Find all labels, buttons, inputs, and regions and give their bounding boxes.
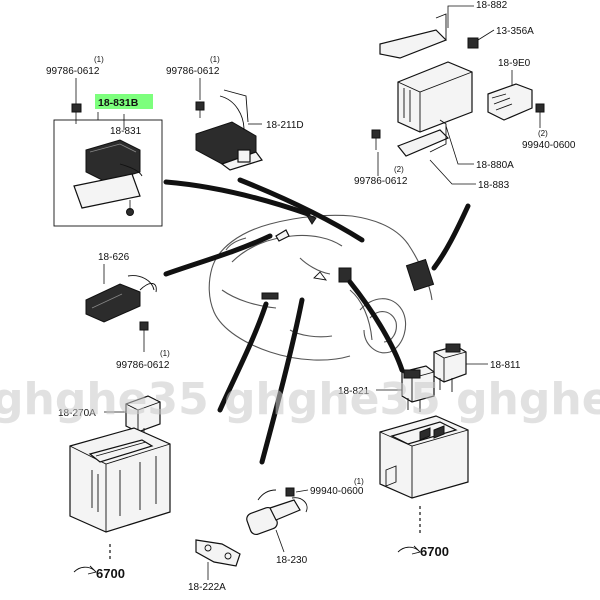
label-18-270a: 18-270A: [58, 408, 96, 419]
label-18-882: 18-882: [476, 0, 508, 11]
relay-box-18-831b[interactable]: [53, 119, 163, 227]
label-18-211d: 18-211D: [266, 120, 304, 131]
label-18-880a: 18-880A: [476, 160, 514, 171]
label-18-821: 18-821: [338, 386, 370, 397]
label-99786-tc-qty: (1): [210, 55, 220, 64]
label-99940-r-qty: (2): [538, 129, 548, 138]
bolt-99940-r: [535, 103, 545, 113]
fuse-box-right[interactable]: [379, 415, 469, 499]
car-mount-clip: [275, 229, 290, 242]
reference-arrow-right[interactable]: [397, 506, 421, 555]
label-99786-tl-qty: (1): [94, 55, 104, 64]
relay-18-811[interactable]: [433, 343, 467, 392]
label-13-356a: 13-356A: [496, 26, 534, 37]
label-99786-tl: 99786-0612: [46, 66, 100, 77]
label-99786-r-qty: (2): [394, 165, 404, 174]
relay-18-270a[interactable]: [125, 395, 161, 436]
car-mount-ecu: [405, 258, 435, 292]
label-highlight: [95, 94, 153, 109]
label-99940-b: 99940-0600: [310, 486, 364, 497]
relay-18-821[interactable]: [401, 365, 435, 412]
watermark: ghghe35 ghghe35 ghghe35: [0, 374, 600, 425]
car-body-outline: [208, 214, 433, 361]
reference-arrow-left[interactable]: [73, 544, 111, 575]
module-18-9e0[interactable]: [487, 83, 533, 121]
bolt-99786-tc: [195, 101, 205, 118]
label-18-831b: 18-831B: [98, 97, 139, 109]
fuse-box-left[interactable]: [69, 427, 171, 533]
label-18-883: 18-883: [478, 180, 510, 191]
car-mount-module: [338, 267, 352, 283]
car-mount-bracket: [313, 271, 328, 281]
label-18-626: 18-626: [98, 252, 130, 263]
label-99786-l-qty: (1): [160, 349, 170, 358]
bolt-99786-tl: [71, 103, 82, 124]
nut-13-356a[interactable]: [467, 37, 479, 49]
ref-6700-right: 6700: [420, 544, 449, 559]
bolt-99786-l: [139, 321, 149, 352]
label-18-9e0: 18-9E0: [498, 58, 531, 69]
ref-6700-left: 6700: [96, 566, 125, 581]
bracket-18-882[interactable]: [379, 13, 448, 59]
switch-18-626[interactable]: [85, 275, 157, 323]
bracket-18-222a[interactable]: [195, 539, 241, 567]
label-99786-r: 99786-0612: [354, 176, 408, 187]
car-mount-connector: [261, 292, 279, 300]
module-18-211d[interactable]: [195, 89, 263, 171]
label-18-230: 18-230: [276, 555, 308, 566]
label-18-831: 18-831: [110, 126, 142, 137]
bracket-18-880a[interactable]: [397, 119, 450, 157]
label-99940-b-qty: (1): [354, 477, 364, 486]
label-99786-l: 99786-0612: [116, 360, 170, 371]
car-mount-relay: [304, 212, 317, 225]
label-18-222a: 18-222A: [188, 582, 226, 593]
bolt-99786-r: [371, 129, 381, 150]
ecu-unit[interactable]: [397, 61, 473, 133]
label-99940-r: 99940-0600: [522, 140, 576, 151]
label-18-811: 18-811: [490, 360, 521, 371]
sensor-18-230[interactable]: [245, 487, 308, 536]
label-99786-tc: 99786-0612: [166, 66, 220, 77]
pointer-lines: [163, 177, 471, 465]
